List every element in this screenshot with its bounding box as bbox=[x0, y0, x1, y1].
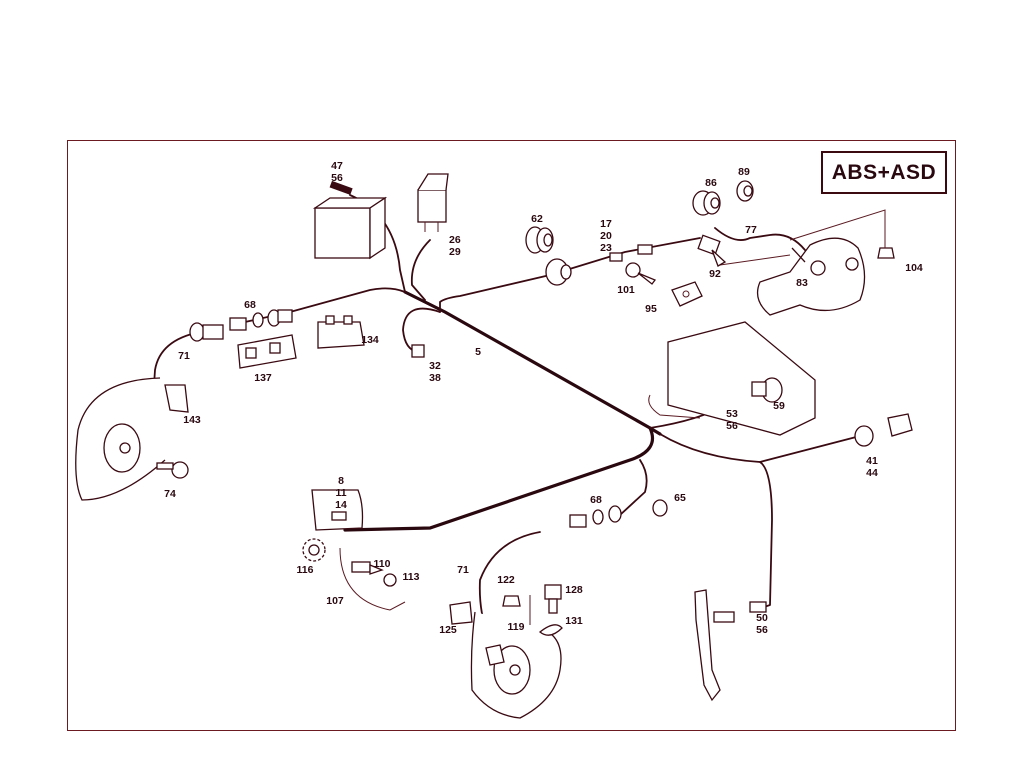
wire-sensor-65 bbox=[619, 459, 648, 516]
callout-113: 113 bbox=[402, 571, 420, 583]
callout-137: 137 bbox=[254, 372, 272, 384]
wire-41-44 bbox=[659, 433, 861, 463]
diagram-frame bbox=[67, 140, 956, 731]
callout-47-56: 47 56 bbox=[331, 160, 343, 184]
callout-131: 131 bbox=[565, 615, 583, 627]
wire-left-sensor bbox=[244, 287, 406, 323]
bolt-128 bbox=[544, 584, 562, 614]
callout-125: 125 bbox=[439, 624, 457, 636]
sensor-92 bbox=[697, 234, 727, 267]
callout-5: 5 bbox=[475, 346, 481, 358]
wire-59-small bbox=[648, 394, 701, 419]
callout-101: 101 bbox=[617, 284, 635, 296]
abs-asd-badge: ABS+ASD bbox=[821, 151, 947, 194]
callout-8-11-14: 8 11 14 bbox=[335, 475, 347, 511]
bracket-134 bbox=[317, 315, 365, 349]
callout-116: 116 bbox=[296, 564, 314, 576]
tone-ring-116 bbox=[302, 538, 326, 562]
callout-59: 59 bbox=[773, 400, 785, 412]
wire-50-56 bbox=[754, 461, 773, 611]
callout-134: 134 bbox=[361, 334, 379, 346]
control-unit-8-11-14 bbox=[311, 489, 364, 531]
reservoir-59 bbox=[667, 321, 816, 436]
callout-104: 104 bbox=[905, 262, 923, 274]
callout-68-left: 68 bbox=[244, 299, 256, 311]
callout-83: 83 bbox=[796, 277, 808, 289]
screw-104 bbox=[877, 228, 895, 259]
screw-101 bbox=[625, 262, 657, 285]
sensor-143 bbox=[164, 384, 189, 413]
callout-41-44: 41 44 bbox=[866, 455, 878, 479]
sensor-71-left bbox=[189, 322, 224, 342]
callout-143: 143 bbox=[183, 414, 201, 426]
bolt-74 bbox=[156, 461, 189, 479]
callout-71-left: 71 bbox=[178, 350, 190, 362]
callout-62: 62 bbox=[531, 213, 543, 225]
housing-83 bbox=[756, 237, 866, 316]
callout-50-56: 50 56 bbox=[756, 612, 768, 636]
wire-107 bbox=[339, 547, 406, 611]
callout-17-20-23: 17 20 23 bbox=[600, 218, 612, 254]
relay-part bbox=[417, 173, 449, 232]
callout-32-38: 32 38 bbox=[429, 360, 441, 384]
bracket-137 bbox=[237, 334, 297, 369]
callout-53-56: 53 56 bbox=[726, 408, 738, 432]
callout-71-right: 71 bbox=[457, 564, 469, 576]
callout-26-29: 26 29 bbox=[449, 234, 461, 258]
callout-65: 65 bbox=[674, 492, 686, 504]
main-harness bbox=[403, 290, 662, 436]
connector-68-right bbox=[569, 505, 622, 528]
wire-relay bbox=[410, 239, 431, 301]
brake-disc-left bbox=[75, 377, 166, 501]
grommet-122 bbox=[502, 595, 521, 607]
grommet-65 bbox=[652, 499, 668, 517]
grommet-62 bbox=[525, 226, 572, 286]
callout-86: 86 bbox=[705, 177, 717, 189]
callout-95: 95 bbox=[645, 303, 657, 315]
battery-part bbox=[312, 180, 388, 260]
callout-122: 122 bbox=[497, 574, 515, 586]
callout-110: 110 bbox=[373, 558, 391, 570]
callout-107: 107 bbox=[326, 595, 344, 607]
wire-77 bbox=[714, 227, 806, 251]
wire-right-top bbox=[439, 237, 701, 313]
sensor-119 bbox=[485, 644, 505, 666]
connector-32-38 bbox=[411, 344, 425, 358]
connector-68-left bbox=[229, 309, 293, 331]
harness-branch-lower bbox=[343, 426, 655, 532]
wire-92-line bbox=[719, 254, 791, 266]
callout-128: 128 bbox=[565, 584, 583, 596]
bushing-89 bbox=[736, 180, 754, 202]
grommet-41-44 bbox=[854, 413, 913, 447]
bracket-50-56 bbox=[694, 589, 767, 702]
bracket-95 bbox=[671, 281, 703, 307]
callout-77: 77 bbox=[745, 224, 757, 236]
bracket-125 bbox=[449, 601, 473, 625]
callout-74: 74 bbox=[164, 488, 176, 500]
callout-92: 92 bbox=[709, 268, 721, 280]
callout-68-right: 68 bbox=[590, 494, 602, 506]
clip-131 bbox=[538, 624, 563, 636]
connector-17-20-23 bbox=[609, 244, 653, 262]
bolt-110 bbox=[351, 561, 384, 575]
callout-89: 89 bbox=[738, 166, 750, 178]
bushing-86 bbox=[692, 190, 721, 216]
callout-119: 119 bbox=[507, 621, 525, 633]
washer-113 bbox=[383, 573, 397, 587]
